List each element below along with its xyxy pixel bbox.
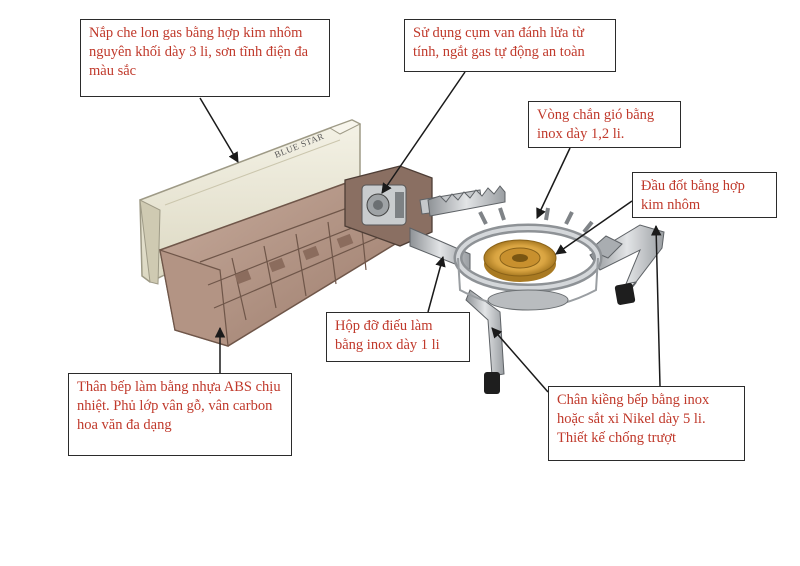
stove-body: [159, 177, 406, 347]
leader-lid: [199, 97, 239, 163]
callout-body: Thân bếp làm bằng nhựa ABS chịu nhiệt. P…: [68, 373, 292, 456]
callout-support-box: Hộp đỡ điếu làm bằng inox dày 1 li: [326, 312, 470, 362]
windshield-ring: [453, 207, 603, 311]
leader-legs-b: [650, 224, 662, 387]
callout-legs: Chân kiềng bếp bằng inox hoặc sắt xi Nik…: [548, 386, 745, 461]
serrated-arm: [427, 185, 506, 217]
callout-valve: Sử dụng cụm van đánh lửa từ tính, ngắt g…: [404, 19, 616, 72]
callout-burner: Đầu đốt bằng hợp kim nhôm: [632, 172, 777, 218]
callout-lid: Nắp che lon gas bằng hợp kim nhôm nguyên…: [80, 19, 330, 97]
leader-windshield: [536, 147, 571, 219]
leader-valve: [381, 71, 466, 194]
leader-box: [427, 255, 446, 313]
burner-head: [483, 239, 557, 282]
ignition-valve: [344, 165, 433, 247]
leader-legs-a: [491, 327, 549, 393]
leader-lines: [199, 71, 662, 393]
leader-burner: [555, 200, 633, 255]
callout-windshield: Vòng chắn gió bằng inox dày 1,2 li.: [528, 101, 681, 148]
